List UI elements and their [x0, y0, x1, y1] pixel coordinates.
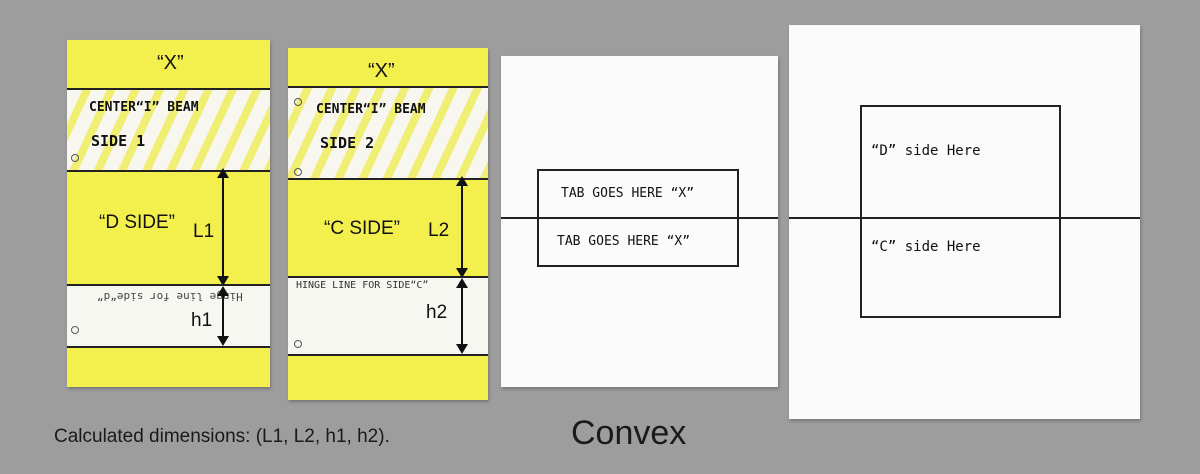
tab-outline — [537, 169, 739, 267]
pin-hole — [294, 168, 302, 176]
hinge-band: HINGE LINE FOR SIDE“C” — [288, 276, 488, 356]
hinge-band: Hinge line for side“d” — [67, 284, 270, 348]
side-number-label: SIDE 2 — [320, 134, 375, 152]
d-side-label: “D” side Here — [871, 143, 981, 159]
side-label: “D SIDE” — [99, 212, 175, 233]
hinge-dimension-label: h2 — [426, 302, 448, 323]
hinge-arrow — [456, 278, 468, 354]
length-label: L1 — [193, 221, 215, 242]
page-title: Convex — [571, 414, 687, 452]
length-arrow — [456, 176, 468, 278]
center-beam-band: CENTER“I” BEAM SIDE 1 — [67, 88, 270, 172]
strip-card-c-side: “X” CENTER“I” BEAM SIDE 2 “C SIDE” L2 HI… — [288, 48, 488, 400]
side-label: “C SIDE” — [324, 218, 400, 239]
side-placement-card: “D” side Here “C” side Here — [789, 25, 1140, 419]
pin-hole — [71, 154, 79, 162]
hinge-line-label: HINGE LINE FOR SIDE“C” — [296, 280, 429, 291]
tab-x-label: “X” — [368, 60, 395, 82]
length-label: L2 — [428, 220, 450, 241]
tab-top-label: TAB GOES HERE “X” — [561, 186, 695, 201]
side-outline — [860, 105, 1061, 318]
strip-card-d-side: “X” CENTER“I” BEAM SIDE 1 “D SIDE” L1 Hi… — [67, 40, 270, 387]
c-side-label: “C” side Here — [871, 239, 981, 255]
pin-hole — [294, 340, 302, 348]
hinge-arrow — [217, 286, 229, 346]
pin-hole — [294, 98, 302, 106]
caption: Calculated dimensions: (L1, L2, h1, h2). — [54, 426, 390, 447]
side-number-label: SIDE 1 — [91, 132, 146, 150]
length-arrow — [217, 168, 229, 286]
center-beam-label: CENTER“I” BEAM — [89, 100, 199, 115]
tab-bottom-label: TAB GOES HERE “X” — [557, 234, 691, 249]
tab-placement-card: TAB GOES HERE “X” TAB GOES HERE “X” — [501, 56, 778, 387]
fold-line — [789, 217, 1140, 219]
hinge-dimension-label: h1 — [191, 310, 213, 331]
pin-hole — [71, 326, 79, 334]
fold-line — [501, 217, 778, 219]
center-beam-band: CENTER“I” BEAM SIDE 2 — [288, 86, 488, 180]
tab-x-label: “X” — [157, 52, 184, 74]
center-beam-label: CENTER“I” BEAM — [316, 102, 426, 117]
